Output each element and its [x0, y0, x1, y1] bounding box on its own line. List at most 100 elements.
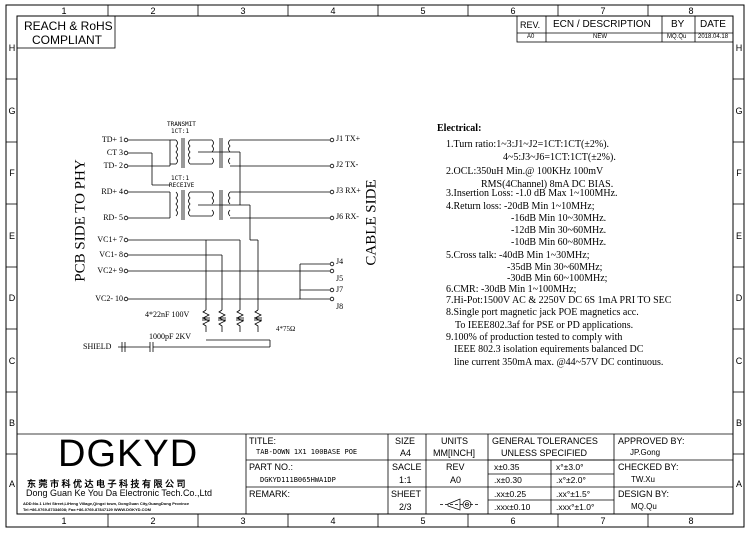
shield-label: SHIELD	[83, 342, 112, 351]
sheet-value: 2/3	[399, 502, 412, 512]
zone-row-label: E	[8, 231, 15, 241]
zone-row-label: G	[8, 106, 16, 116]
ecn-header: ECN / DESCRIPTION	[553, 19, 651, 30]
zone-row-label: F	[736, 168, 742, 178]
receive-ratio: 1CT:1	[171, 175, 190, 182]
remark-label: REMARK:	[249, 489, 291, 499]
left-pin-label: VC2- 10	[95, 294, 123, 303]
right-pin-label: J7	[336, 285, 344, 294]
right-pin-label: J3 RX+	[336, 186, 361, 195]
zone-column-label: 4	[330, 6, 336, 16]
zone-row-label: B	[8, 418, 15, 428]
electrical-spec-line: 4~5:J3~J6=1CT:1CT(±2%).	[503, 152, 616, 163]
title-label: TITLE:	[249, 436, 277, 446]
zone-column-label: 8	[688, 6, 694, 16]
cap-label: 4*22nF 100V	[145, 310, 190, 319]
transmit-ratio: 1CT:1	[171, 128, 190, 135]
right-pin-label: J6 RX-	[336, 212, 359, 221]
zone-row-label: A	[735, 479, 742, 489]
tolerance-angular: x°±3.0°	[556, 462, 584, 472]
tolerance-linear: .x±0.30	[494, 475, 522, 485]
zone-column-label: 6	[510, 6, 516, 16]
schematic-wiring	[118, 137, 335, 352]
part-no-label: PART NO.:	[249, 462, 294, 472]
electrical-title: Electrical:	[437, 123, 482, 134]
rev-header: REV.	[520, 20, 541, 30]
electrical-spec-line: To IEEE802.3af for PSE or PD application…	[455, 320, 634, 331]
electrical-spec-line: 6.CMR: -30dB Min 1~100MHz;	[446, 284, 577, 295]
tolerance-linear: x±0.35	[494, 462, 520, 472]
sheet-label: SHEET	[391, 489, 422, 499]
scale-value: 1:1	[399, 475, 412, 485]
compliance-line-2: COMPLIANT	[32, 33, 103, 47]
rev-label: REV	[446, 462, 465, 472]
zone-row-label: F	[9, 168, 15, 178]
electrical-spec-line: RMS(4Channel) 8mA DC BIAS.	[481, 179, 614, 190]
design-value: MQ.Qu	[631, 502, 657, 511]
right-pin-label: J1 TX+	[336, 134, 361, 143]
zone-row-label: D	[735, 293, 743, 303]
electrical-spec-line: 7.Hi-Pot:1500V AC & 2250V DC 6S 1mA PRI …	[446, 295, 672, 306]
projection-symbol-icon	[440, 498, 478, 511]
electrical-spec-line: -10dB Min 60~80MHz.	[511, 237, 607, 248]
company-contact: Tel:+86-0769-87334608; Fax:+86-0769-8784…	[23, 507, 151, 512]
part-no-value: DGKYD111B065HWA1DP	[260, 476, 336, 484]
electrical-spec-line: -35dB Min 30~60MHz;	[507, 262, 603, 273]
zone-row-label: B	[735, 418, 742, 428]
approved-label: APPROVED BY:	[618, 436, 685, 446]
left-pin-label: TD+ 1	[101, 135, 123, 144]
zone-column-label: 7	[600, 516, 606, 526]
approved-value: JP.Gong	[630, 448, 661, 457]
zone-row-label: C	[735, 356, 743, 366]
right-pin-label: J2 TX-	[336, 160, 359, 169]
electrical-spec-line: 5.Cross talk: -40dB Min 1~30MHz;	[446, 250, 590, 261]
zone-row-label: C	[8, 356, 16, 366]
zone-row-label: A	[8, 479, 15, 489]
right-pin-label: J8	[336, 302, 344, 311]
size-label: SIZE	[395, 436, 416, 446]
tolerance-title-2: UNLESS SPECIFIED	[501, 448, 588, 458]
left-pin-label: CT 3	[106, 148, 123, 157]
electrical-spec-line: IEEE 802.3 isolation equirements balance…	[454, 344, 644, 355]
left-pin-label: VC1+ 7	[97, 235, 123, 244]
zone-column-label: 5	[420, 516, 426, 526]
electrical-spec-line: 4.Return loss: -20dB Min 1~10MHz;	[446, 201, 595, 212]
ecn-value: NEW	[593, 34, 607, 40]
tolerance-linear: .xxx±0.10	[494, 502, 531, 512]
units-value: MM[INCH]	[433, 448, 475, 458]
electrical-spec-line: 2.OCL:350uH Min.@ 100KHz 100mV	[446, 166, 604, 177]
zone-column-label: 4	[330, 516, 336, 526]
title-value: TAB-DOWN 1X1 100BASE POE	[256, 448, 358, 456]
tolerance-angular: .xx°±1.5°	[556, 489, 591, 499]
zone-row-label: E	[735, 231, 742, 241]
compliance-line-1: REACH & RoHS	[24, 19, 113, 33]
pcb-side-label: PCB SIDE TO PHY	[72, 159, 89, 282]
size-value: A4	[400, 448, 412, 458]
cable-side-label: CABLE SIDE	[363, 179, 380, 266]
zone-column-label: 3	[240, 516, 246, 526]
zone-row-label: H	[735, 43, 743, 53]
zone-row-label: H	[8, 43, 16, 53]
tolerance-angular: .x°±2.0°	[556, 475, 586, 485]
electrical-spec-line: 1.Turn ratio:1~3:J1~J2=1CT:1CT(±2%).	[446, 139, 610, 150]
date-header: DATE	[700, 19, 726, 30]
right-pin-label: J5	[336, 274, 344, 283]
left-pin-label: RD- 5	[103, 213, 123, 222]
tolerance-title-1: GENERAL TOLERANCES	[492, 436, 598, 446]
by-value: MQ.Qu	[667, 34, 687, 40]
zone-row-label: G	[735, 106, 743, 116]
company-address: ADD:No.1 Lifei Street,LiHeng Village,Qin…	[23, 501, 190, 506]
units-label: UNITS	[441, 436, 468, 446]
zone-column-label: 2	[150, 516, 156, 526]
left-pin-label: VC1- 8	[99, 250, 123, 259]
transmit-label: TRANSMIT	[167, 121, 196, 128]
scale-label: SACLE	[392, 462, 422, 472]
zone-column-label: 6	[510, 516, 516, 526]
tolerance-linear: .xx±0.25	[494, 489, 527, 499]
zone-row-label: D	[8, 293, 16, 303]
rev-value: A0	[527, 34, 535, 40]
company-name-en: Dong Guan Ke You Da Electronic Tech.Co.,…	[26, 488, 212, 498]
electrical-spec-line: -12dB Min 30~60MHz.	[511, 225, 607, 236]
shield-cap-label: 1000pF 2KV	[149, 332, 192, 341]
